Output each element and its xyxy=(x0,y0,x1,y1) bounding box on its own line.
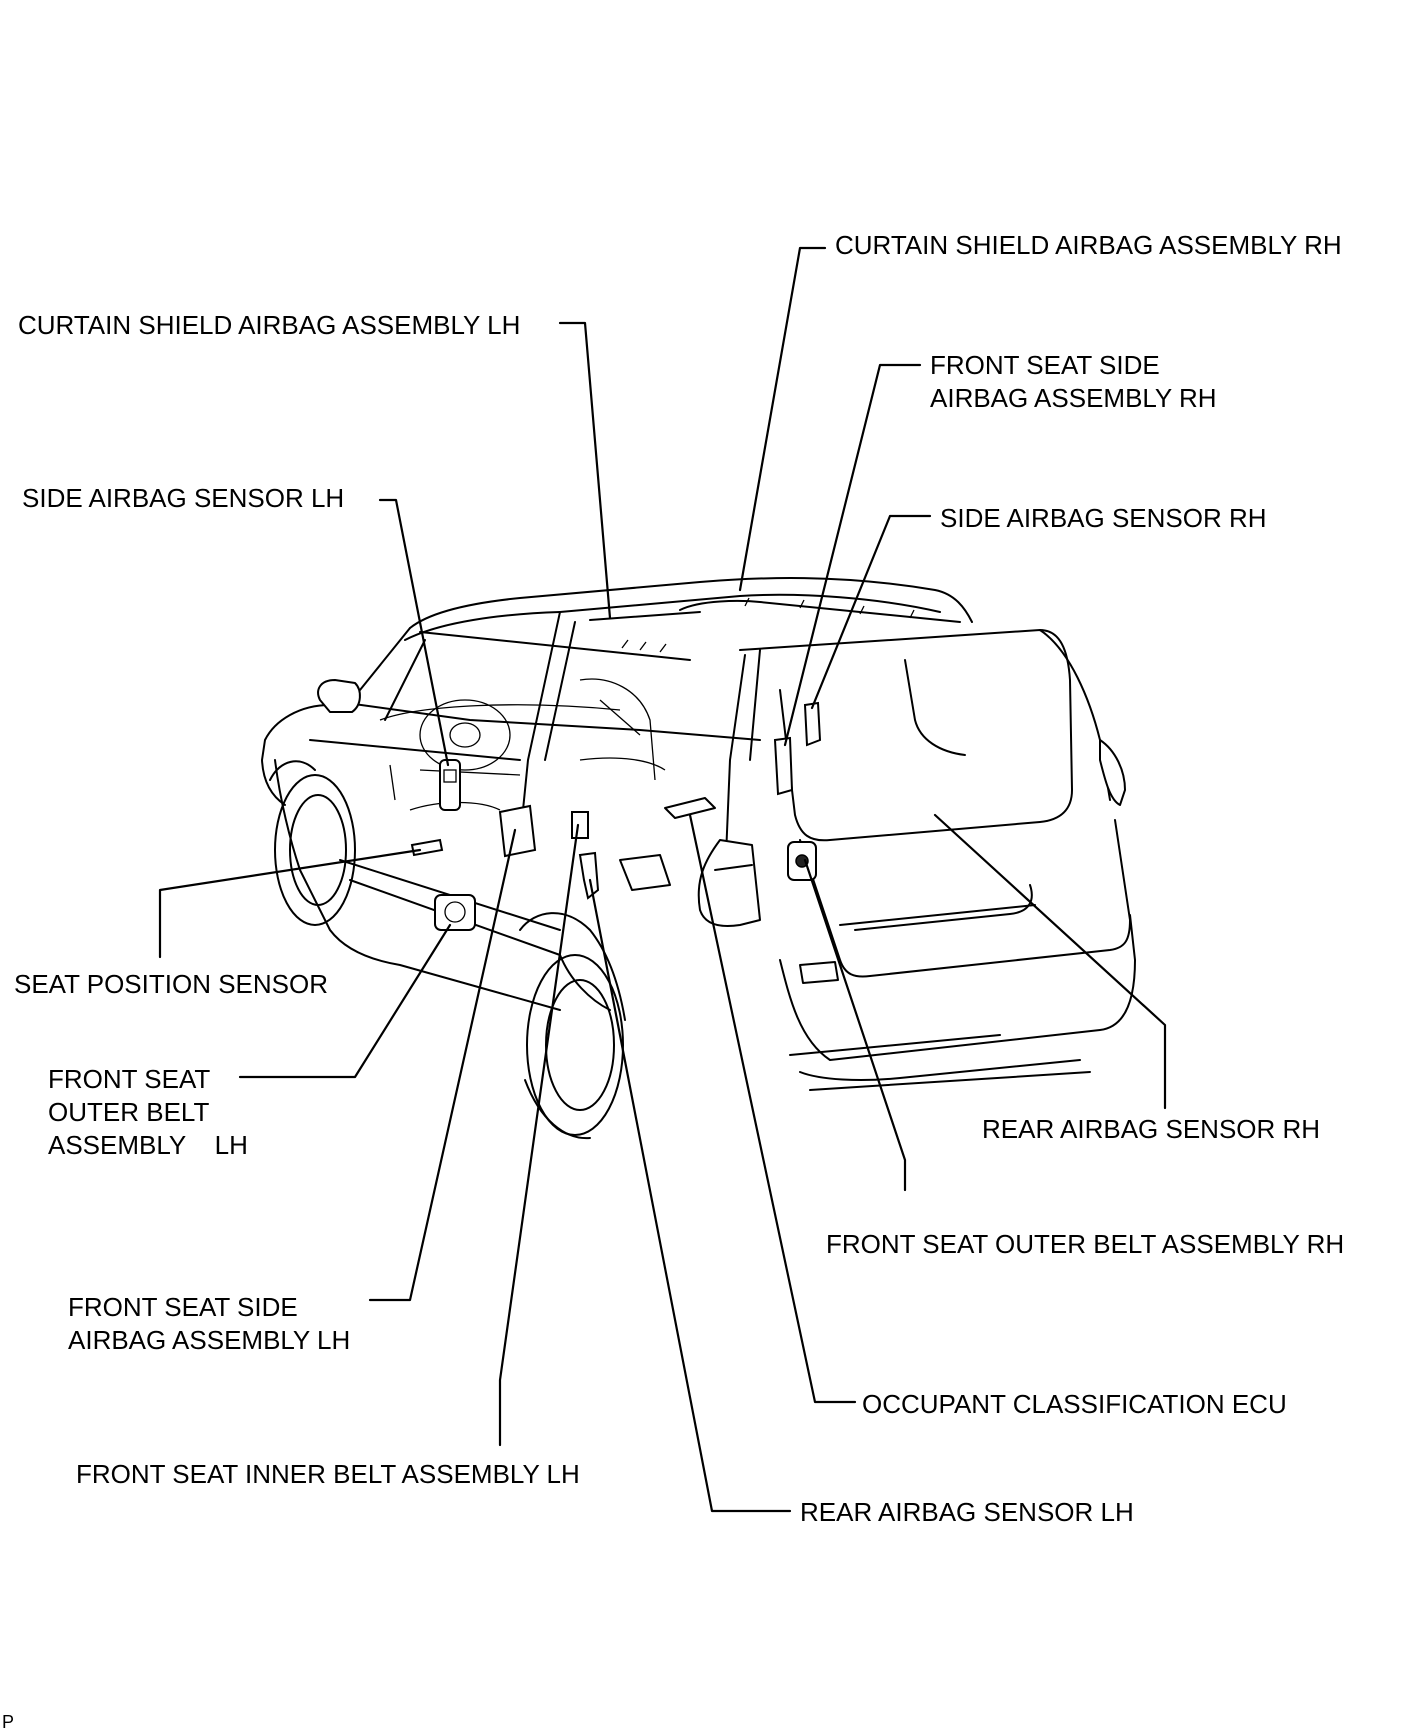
label-occupant-classification-ecu: OCCUPANT CLASSIFICATION ECU xyxy=(862,1389,1287,1419)
front-seat-inner-belt-lh-part xyxy=(571,811,589,839)
label-front-seat-outer-belt-rh: FRONT SEAT OUTER BELT ASSEMBLY RH xyxy=(826,1229,1344,1259)
label-front-seat-outer-belt-lh-line2: OUTER BELT xyxy=(48,1097,209,1127)
side-airbag-sensor-rh-part xyxy=(803,701,822,747)
label-rear-airbag-sensor-rh: REAR AIRBAG SENSOR RH xyxy=(982,1114,1320,1144)
label-front-seat-side-airbag-lh-line2: AIRBAG ASSEMBLY LH xyxy=(68,1325,350,1355)
leader-lines xyxy=(158,246,1167,1513)
label-curtain-shield-airbag-lh: CURTAIN SHIELD AIRBAG ASSEMBLY LH xyxy=(18,310,520,340)
label-seat-position-sensor: SEAT POSITION SENSOR xyxy=(14,969,328,999)
vehicle-illustration xyxy=(261,577,1136,1140)
components xyxy=(410,701,822,931)
corner-mark: P xyxy=(2,1712,14,1732)
label-front-seat-outer-belt-lh-line1: FRONT SEAT xyxy=(48,1064,210,1094)
label-rear-airbag-sensor-lh: REAR AIRBAG SENSOR LH xyxy=(800,1497,1134,1527)
label-side-airbag-sensor-rh: SIDE AIRBAG SENSOR RH xyxy=(940,503,1267,533)
label-front-seat-side-airbag-rh-line1: FRONT SEAT SIDE xyxy=(930,350,1160,380)
label-curtain-shield-airbag-rh: CURTAIN SHIELD AIRBAG ASSEMBLY RH xyxy=(835,230,1342,260)
label-front-seat-side-airbag-rh-line2: AIRBAG ASSEMBLY RH xyxy=(930,383,1217,413)
label-front-seat-outer-belt-lh-line3: ASSEMBLY LH xyxy=(48,1130,248,1160)
label-front-seat-side-airbag-lh-line1: FRONT SEAT SIDE xyxy=(68,1292,298,1322)
labels: CURTAIN SHIELD AIRBAG ASSEMBLY RH CURTAI… xyxy=(2,230,1344,1732)
front-seat-side-airbag-rh-part xyxy=(773,736,794,796)
rear-airbag-sensor-lh-part xyxy=(578,851,600,900)
side-airbag-sensor-lh-part xyxy=(439,759,461,811)
label-front-seat-inner-belt-lh: FRONT SEAT INNER BELT ASSEMBLY LH xyxy=(76,1459,580,1489)
seat-position-sensor-part xyxy=(410,838,444,857)
front-seat-side-airbag-lh-part xyxy=(498,804,537,858)
front-seat-outer-belt-lh-part xyxy=(434,894,476,931)
label-side-airbag-sensor-lh: SIDE AIRBAG SENSOR LH xyxy=(22,483,344,513)
